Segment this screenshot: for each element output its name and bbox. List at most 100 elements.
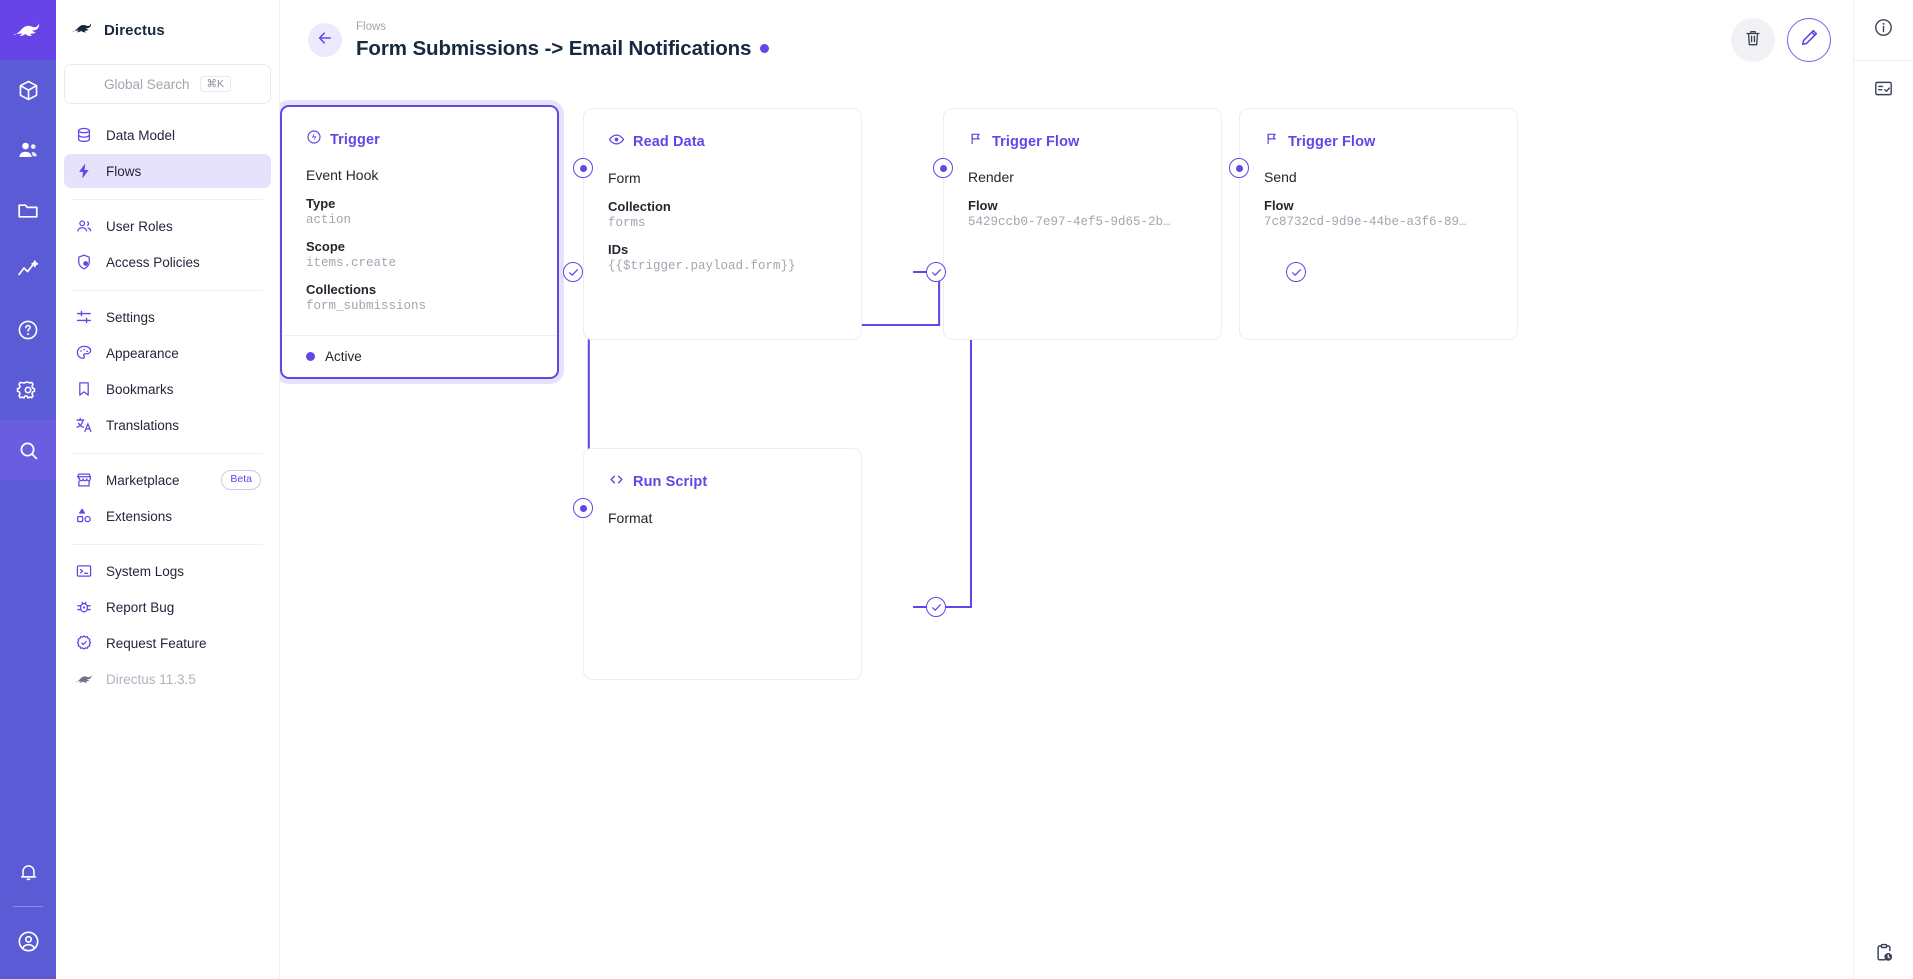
database-icon bbox=[74, 125, 94, 145]
terminal-icon bbox=[74, 561, 94, 581]
read-data-resolve-port[interactable] bbox=[926, 262, 946, 282]
sidebar-item-translations[interactable]: Translations bbox=[64, 408, 271, 442]
trigger-flow-render-resolve-port[interactable] bbox=[1286, 262, 1306, 282]
field-key: Type bbox=[306, 196, 336, 211]
sidebar-divider bbox=[72, 199, 263, 200]
breadcrumb[interactable]: Flows bbox=[356, 21, 387, 34]
gear-icon bbox=[16, 378, 40, 402]
rail-item-content[interactable] bbox=[0, 60, 56, 120]
storefront-icon bbox=[74, 470, 94, 490]
shield-lock-icon bbox=[74, 252, 94, 272]
sidebar-item-data-model[interactable]: Data Model bbox=[64, 118, 271, 152]
input-dot-icon bbox=[579, 504, 587, 512]
logs-checklist-icon bbox=[1873, 78, 1894, 104]
trigger-flow-send-input-port[interactable] bbox=[1229, 158, 1249, 178]
sidebar-item-settings[interactable]: Settings bbox=[64, 300, 271, 334]
trigger-circle-icon bbox=[306, 129, 322, 150]
delete-flow-button[interactable] bbox=[1731, 18, 1775, 62]
sidebar-item-label: Marketplace bbox=[106, 472, 180, 488]
sidebar-item-label: Request Feature bbox=[106, 635, 207, 651]
brand-header: Directus bbox=[64, 0, 271, 60]
sidebar-item-system-logs[interactable]: System Logs bbox=[64, 554, 271, 588]
pencil-icon bbox=[1799, 27, 1820, 53]
sidebar-item-marketplace[interactable]: Marketplace Beta bbox=[64, 463, 271, 497]
trigger-flow-render-input-port[interactable] bbox=[933, 158, 953, 178]
sidebar-item-flows[interactable]: Flows bbox=[64, 154, 271, 188]
rail-item-search[interactable] bbox=[0, 420, 56, 480]
people-icon bbox=[74, 216, 94, 236]
right-sidebar-divider bbox=[1853, 60, 1913, 61]
flow-node-trigger-flow-render[interactable]: Trigger Flow Render Flow 5429ccb0-7e97-4… bbox=[943, 108, 1222, 340]
field-key: IDs bbox=[608, 242, 629, 257]
brand-name: Directus bbox=[104, 21, 165, 39]
sidebar-divider bbox=[72, 290, 263, 291]
rail-item-file-library[interactable] bbox=[0, 180, 56, 240]
node-name: Render bbox=[968, 169, 1014, 185]
sidebar-item-access-policies[interactable]: Access Policies bbox=[64, 245, 271, 279]
sidebar-item-label: Data Model bbox=[106, 127, 176, 143]
flow-node-trigger[interactable]: Trigger Event Hook Type action Scope ite… bbox=[280, 105, 559, 379]
page-title: Form Submissions -> Email Notifications bbox=[356, 36, 752, 60]
module-rail bbox=[0, 0, 56, 979]
sidebar-divider bbox=[72, 453, 263, 454]
rail-item-user-directory[interactable] bbox=[0, 120, 56, 180]
flow-node-read-data[interactable]: Read Data Form Collection forms IDs {{$t… bbox=[583, 108, 862, 340]
flow-info-button[interactable] bbox=[1854, 0, 1913, 60]
rail-item-help[interactable] bbox=[0, 300, 56, 360]
sidebar-item-appearance[interactable]: Appearance bbox=[64, 336, 271, 370]
flow-node-run-script[interactable]: Run Script Format bbox=[583, 448, 862, 680]
bug-icon bbox=[74, 597, 94, 617]
back-button[interactable] bbox=[308, 23, 342, 57]
shapes-icon bbox=[74, 506, 94, 526]
field-key: Collections bbox=[306, 282, 377, 297]
directus-rabbit-icon bbox=[74, 669, 94, 689]
flag-icon bbox=[968, 131, 984, 152]
rail-item-user-account[interactable] bbox=[0, 911, 56, 971]
sidebar-item-request-feature[interactable]: Request Feature bbox=[64, 626, 271, 660]
trash-icon bbox=[1743, 28, 1763, 53]
main-area: Flows Form Submissions -> Email Notifica… bbox=[280, 0, 1853, 979]
directus-logo-button[interactable] bbox=[0, 0, 56, 60]
field-key: Collection bbox=[608, 199, 671, 214]
field-value: action bbox=[306, 213, 352, 227]
activity-log-button[interactable] bbox=[1854, 942, 1913, 969]
node-type-label: Read Data bbox=[633, 134, 705, 150]
node-name: Send bbox=[1264, 169, 1297, 185]
arrow-left-icon bbox=[316, 29, 334, 52]
node-name: Form bbox=[608, 170, 641, 186]
node-header: Trigger Flow bbox=[968, 131, 1197, 152]
sidebar-item-label: Appearance bbox=[106, 345, 179, 361]
rail-item-settings[interactable] bbox=[0, 360, 56, 420]
sidebar-item-user-roles[interactable]: User Roles bbox=[64, 209, 271, 243]
flow-logs-button[interactable] bbox=[1854, 61, 1913, 121]
sidebar-item-report-bug[interactable]: Report Bug bbox=[64, 590, 271, 624]
trigger-resolve-port[interactable] bbox=[563, 262, 583, 282]
search-icon bbox=[17, 439, 40, 462]
sidebar-item-label: Access Policies bbox=[106, 254, 200, 270]
flag-icon bbox=[1264, 131, 1280, 152]
input-dot-icon bbox=[579, 164, 587, 172]
field-key: Scope bbox=[306, 239, 346, 254]
read-data-input-port[interactable] bbox=[573, 158, 593, 178]
input-dot-icon bbox=[1235, 164, 1243, 172]
node-type-label: Trigger Flow bbox=[1288, 133, 1376, 150]
rail-item-insights[interactable] bbox=[0, 240, 56, 300]
run-script-input-port[interactable] bbox=[573, 498, 593, 518]
eye-icon bbox=[608, 131, 625, 153]
status-dot-icon bbox=[306, 352, 315, 361]
badge-check-icon bbox=[74, 633, 94, 653]
sidebar-item-extensions[interactable]: Extensions bbox=[64, 499, 271, 533]
node-type-label: Trigger Flow bbox=[992, 133, 1080, 150]
flow-node-trigger-flow-send[interactable]: Trigger Flow Send Flow 7c8732cd-9d9e-44b… bbox=[1239, 108, 1518, 340]
edit-flow-button[interactable] bbox=[1787, 18, 1831, 62]
clipboard-clock-icon bbox=[1873, 942, 1895, 969]
global-search-input[interactable]: Global Search ⌘K bbox=[64, 64, 271, 104]
node-type-label: Trigger bbox=[330, 131, 380, 148]
run-script-resolve-port[interactable] bbox=[926, 597, 946, 617]
flow-canvas[interactable]: Trigger Event Hook Type action Scope ite… bbox=[280, 80, 1853, 979]
rail-item-notifications[interactable] bbox=[0, 842, 56, 902]
help-circle-icon bbox=[16, 318, 40, 342]
info-circle-icon bbox=[1873, 17, 1894, 43]
sidebar-item-bookmarks[interactable]: Bookmarks bbox=[64, 372, 271, 406]
node-name: Event Hook bbox=[306, 167, 379, 183]
